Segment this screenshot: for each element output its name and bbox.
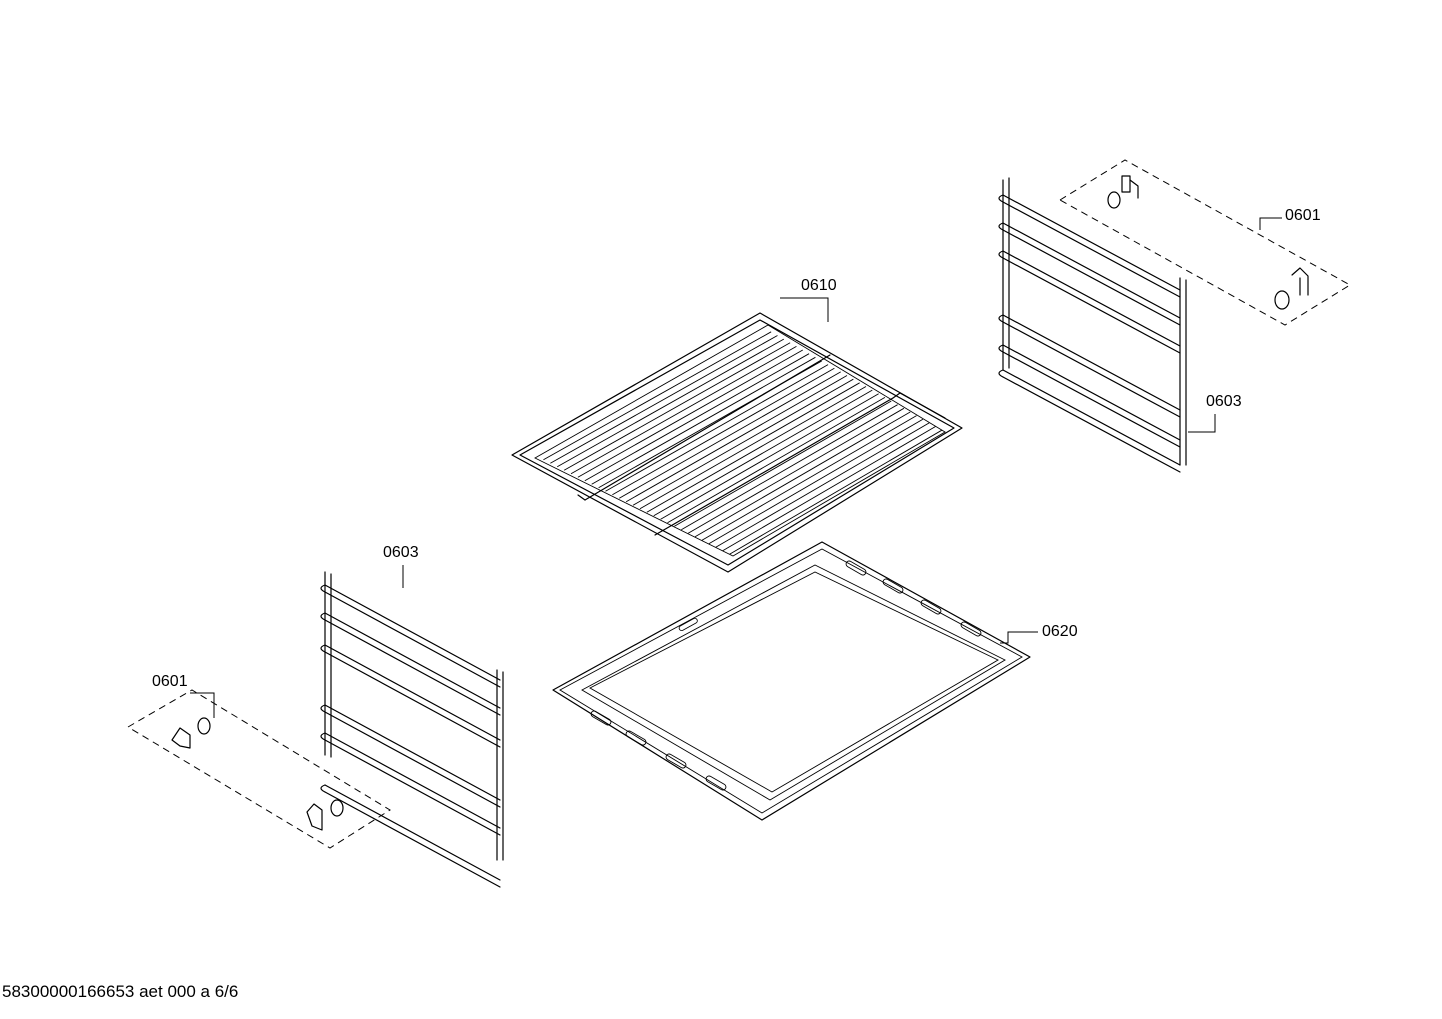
callout-0610: 0610 — [801, 277, 837, 294]
callout-0620: 0620 — [1042, 623, 1078, 640]
wire-rack — [511, 312, 963, 573]
clip-set-right — [1059, 159, 1351, 326]
side-rail-right — [998, 177, 1187, 473]
callout-0603-left: 0603 — [383, 544, 419, 561]
callout-0603-right: 0603 — [1206, 393, 1242, 410]
callout-0601-right: 0601 — [1285, 207, 1321, 224]
clip-set-left — [127, 689, 391, 849]
callout-0601-left: 0601 — [152, 673, 188, 690]
leader-lines — [190, 217, 1282, 718]
side-rail-left — [320, 571, 504, 888]
document-id-footer: 58300000166653 aet 000 a 6/6 — [2, 982, 239, 1001]
baking-tray — [552, 541, 1031, 821]
